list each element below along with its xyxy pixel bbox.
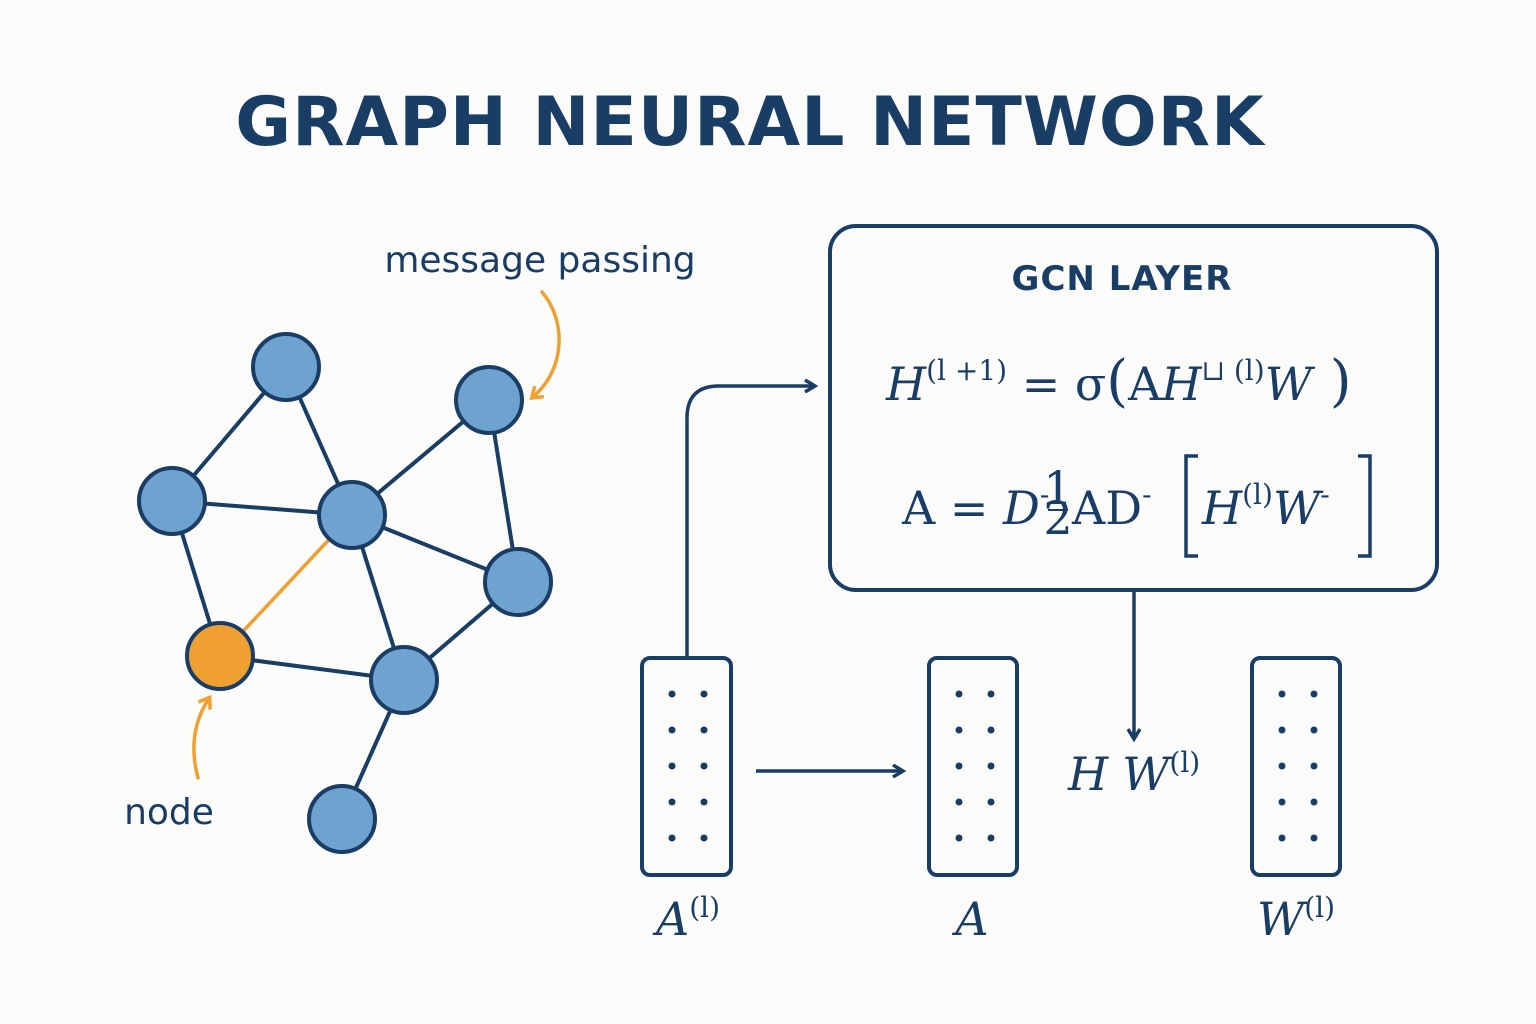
eq2-w-superscript: - [1320,478,1329,511]
matrix-left-dots [668,690,708,842]
eq2-fraction-numerator: 1 [1043,461,1072,515]
node-label: node [124,792,214,833]
highlighted-node [185,621,255,691]
matrix-dot [668,726,676,734]
matrix-right [1250,656,1342,877]
eq2-a: A [901,481,936,535]
matrix-dot [668,798,676,806]
matrix-dot [987,798,995,806]
gcn-layer-box [828,224,1439,592]
matrix-middle-dots [955,690,995,842]
equation-gcn-update: H(l +1) = σ(AH⊔ (l)W ) [885,349,1352,414]
graph-node [137,466,207,536]
matrix-dot [1310,726,1318,734]
matrix-dot [955,798,963,806]
gcn-layer-title: GCN LAYER [1012,259,1233,299]
eq1-h2-superscript: ⊔ (l) [1202,354,1265,387]
matrix-left [640,656,733,877]
matrix-dot [1278,834,1286,842]
matrix-dot [700,690,708,698]
eq2-bracket-content: H(l)W- [1201,478,1330,535]
eq2-left-bracket [1184,454,1198,558]
graph-node [369,645,439,715]
graph-edges [170,365,520,820]
graph-node [307,784,377,854]
eq1-w: W [1265,357,1316,411]
matrix-dot [987,762,995,770]
matrix-dot [955,690,963,698]
matrix-left-frame [640,656,733,877]
product-w: W [1122,747,1173,801]
eq2-ad-minus: - [1142,478,1151,511]
node-arrow [192,700,208,780]
matrix-dot [1310,690,1318,698]
matrix-dot [700,834,708,842]
matrix-left-superscript: (l) [689,891,720,924]
matrix-dot [1310,762,1318,770]
matrix-dot [987,690,995,698]
matrix-dot [1278,726,1286,734]
matrix-right-frame [1250,656,1342,877]
eq2-right-bracket [1358,454,1372,558]
matrix-right-superscript: (l) [1304,891,1335,924]
eq2-w: W [1273,481,1324,535]
graph-node [317,480,387,550]
matrix-dot [1278,762,1286,770]
eq2-ad-group: AD- [1071,478,1152,535]
eq1-h: H [885,357,927,411]
matrix-dot [987,726,995,734]
eq1-h-superscript: (l +1) [926,354,1007,387]
page-title: GRAPH NEURAL NETWORK [235,83,1266,162]
matrix-middle-caption: A [951,892,988,946]
matrix-dot [987,834,995,842]
matrix-dot [668,690,676,698]
message-passing-label: message passing [384,240,695,281]
matrix-left-letter: A [652,892,689,946]
graph-node [483,547,553,617]
eq2-d-minus: - [1040,478,1049,511]
matrix-middle-frame [927,656,1019,877]
eq2-h-superscript: (l) [1242,478,1273,511]
matrix-middle [927,656,1019,877]
matrix-dot [955,762,963,770]
matrix-dot [668,834,676,842]
eq2-ad: AD [1071,481,1142,535]
matrix-dot [1310,798,1318,806]
equation-normalized-adjacency: A = D- [901,478,1049,535]
matrix-dot [1278,798,1286,806]
matrix-left-caption: A(l) [652,891,720,946]
eq2-fraction-denominator: 2 [1043,491,1072,545]
message-passing-arrow [534,290,561,396]
matrix-right-caption: W(l) [1257,891,1335,946]
matrix-right-letter: W [1257,892,1308,946]
graph-node [454,365,524,435]
eq1-equals-sigma: = σ [1007,357,1106,411]
eq2-h: H [1201,481,1243,535]
matrix-dot [955,834,963,842]
eq2-equals: = [935,481,1003,535]
product-h: H [1067,747,1109,801]
matrix-dot [700,726,708,734]
eq1-close-paren: ) [1312,349,1352,414]
graph-nodes [137,332,553,854]
input-to-layer-arrow [685,386,814,658]
matrix-dot [700,798,708,806]
eq1-a: A [1127,357,1162,411]
matrix-dot [668,762,676,770]
eq1-h2: H [1160,357,1202,411]
product-superscript: (l) [1169,746,1200,779]
eq1-open-paren: ( [1106,349,1128,414]
matrix-dot [700,762,708,770]
matrix-dot [1310,834,1318,842]
matrix-dot [1278,690,1286,698]
eq2-d: D [1002,481,1040,535]
graph-node [251,332,321,402]
matrix-dot [955,726,963,734]
matrix-right-dots [1278,690,1318,842]
